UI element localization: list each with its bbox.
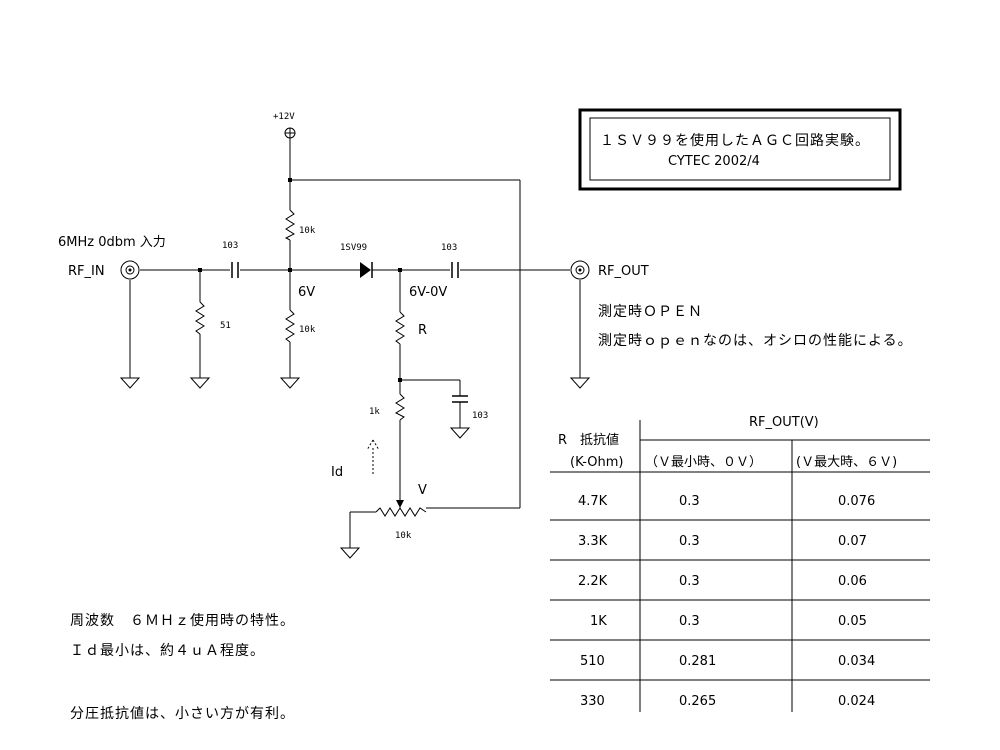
input-desc: 6MHz 0dbm 入力 [58, 235, 166, 250]
r-var-label: R [418, 323, 427, 338]
id-min-note: Ｉｄ最小は、約４ｕＡ程度。 [70, 643, 265, 659]
table-cell-vmax: 0.076 [838, 494, 875, 509]
table-row: 4.7K 0.3 0.076 [578, 494, 875, 509]
table-row: 510 0.281 0.034 [580, 654, 875, 669]
table-cell-vmin: 0.3 [679, 534, 700, 549]
results-table: RF_OUT(V) R 抵抗値 (K-Ohm) （Ｖ最小時、０Ｖ） (Ｖ最大時、… [550, 415, 930, 712]
table-cell-r: 2.2K [578, 574, 608, 589]
wiper-label: V [418, 483, 427, 498]
table-cell-vmin: 0.265 [679, 694, 716, 709]
r-bottom-label: 10k [299, 325, 316, 335]
capacitor-in [231, 262, 239, 278]
resistor-top-10k [284, 209, 296, 241]
table-cell-vmin: 0.3 [679, 494, 700, 509]
wires [129, 138, 581, 548]
measure-reason-note: 測定時ｏｐｅｎなのは、オシロの性能による。 [598, 333, 913, 349]
title-box: １ＳＶ９９を使用したＡＧＣ回路実験。 CYTEC 2002/4 [578, 108, 902, 191]
table-col-r-header: R 抵抗値 [558, 432, 619, 448]
rf-in-label: RF_IN [68, 264, 105, 279]
resistor-r [395, 311, 405, 345]
table-cell-vmin: 0.281 [679, 654, 716, 669]
resistor-1k [394, 393, 405, 421]
char-title-note: 周波数 ６ＭＨｚ使用時の特性。 [70, 612, 295, 629]
table-cell-vmax: 0.034 [838, 654, 875, 669]
diode-1sv99 [360, 262, 373, 278]
r-term-label: 51 [220, 321, 231, 331]
r-top-label: 10k [299, 226, 316, 236]
table-cell-r: 510 [580, 654, 605, 669]
capacitor-out [451, 262, 459, 278]
rf-out-label: RF_OUT [598, 264, 649, 279]
current-label: Id [331, 465, 343, 480]
cap-out-label: 103 [441, 243, 457, 253]
table-row: 3.3K 0.3 0.07 [578, 534, 867, 549]
table-cell-vmin: 0.3 [679, 574, 700, 589]
table-row: 1K 0.3 0.05 [590, 614, 867, 629]
table-cell-r: 330 [580, 694, 605, 709]
table-group-header: RF_OUT(V) [749, 415, 819, 430]
pot-label: 10k [395, 531, 412, 541]
table-cell-r: 1K [590, 614, 607, 629]
ground-symbols [120, 377, 590, 559]
potentiometer-10k [375, 500, 427, 517]
title-line2: CYTEC 2002/4 [668, 154, 760, 169]
junction-dots [198, 178, 402, 382]
resistor-bottom-10k [285, 309, 295, 343]
table-col-min-header: （Ｖ最小時、０Ｖ） [645, 455, 762, 470]
supply-label: +12V [273, 112, 295, 122]
table-row: 330 0.265 0.024 [580, 694, 875, 709]
title-line1: １ＳＶ９９を使用したＡＧＣ回路実験。 [600, 132, 870, 149]
table-cell-vmax: 0.06 [838, 574, 867, 589]
current-arrow-icon [366, 439, 380, 474]
cap-bypass-label: 103 [472, 411, 488, 421]
table-cell-r: 4.7K [578, 494, 608, 509]
supply-terminal: +12V [273, 112, 296, 139]
cap-in-label: 103 [222, 241, 238, 251]
divider-note: 分圧抵抗値は、小さい方が有利。 [70, 706, 295, 722]
table-col-r-unit: (K-Ohm) [570, 455, 624, 470]
table-cell-vmax: 0.05 [838, 614, 867, 629]
diode-label: 1SV99 [340, 243, 367, 253]
rf-out-connector [570, 260, 590, 280]
resistor-51 [195, 301, 205, 335]
table-cell-vmin: 0.3 [679, 614, 700, 629]
capacitor-bypass [452, 395, 468, 403]
table-cell-vmax: 0.024 [838, 694, 875, 709]
r-1k-label: 1k [369, 407, 380, 417]
table-col-max-header: (Ｖ最大時、６Ｖ) [796, 455, 897, 470]
table-cell-r: 3.3K [578, 534, 608, 549]
table-row: 2.2K 0.3 0.06 [578, 574, 867, 589]
table-cell-vmax: 0.07 [838, 534, 867, 549]
node-6v-label: 6V [298, 285, 315, 300]
measure-open-note: 測定時ＯＰＥＮ [598, 304, 703, 320]
node-6v0v-label: 6V-0V [409, 285, 447, 300]
rf-in-connector [120, 260, 140, 280]
